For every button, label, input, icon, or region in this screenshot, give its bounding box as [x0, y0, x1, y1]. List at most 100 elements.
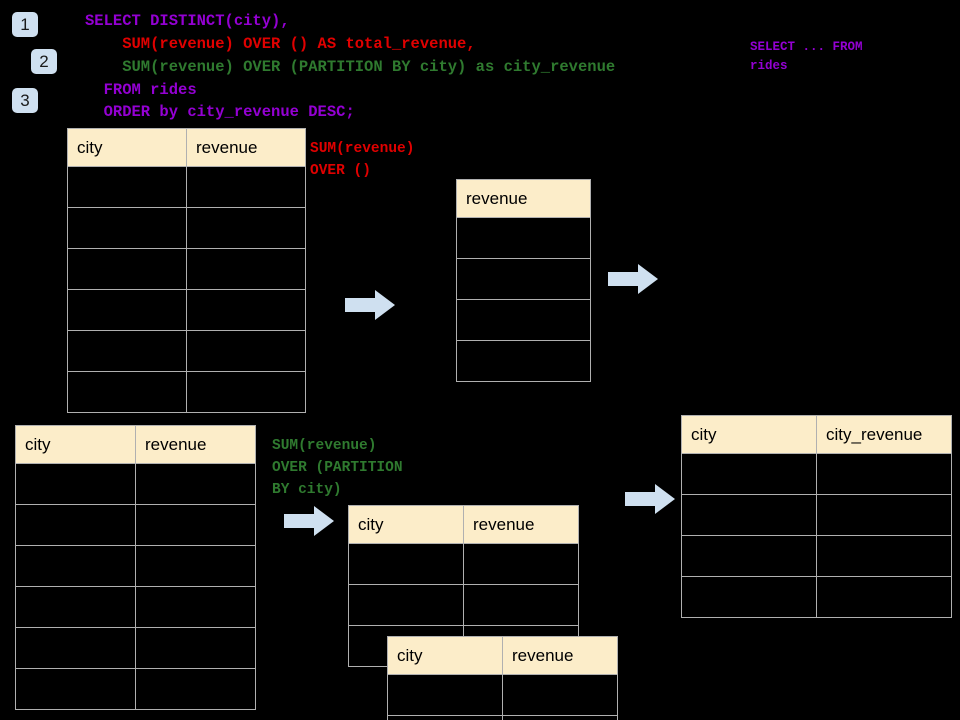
cell-revenue	[186, 166, 306, 208]
table-header-row: city revenue	[348, 505, 579, 544]
cell-city	[15, 586, 136, 628]
table-header-row: revenue	[456, 179, 591, 218]
table-row	[387, 674, 618, 716]
table-row	[456, 340, 591, 382]
cell-city-revenue	[816, 576, 952, 618]
cell-revenue	[135, 586, 256, 628]
cell-revenue	[186, 289, 306, 331]
step-badge-3: 3	[12, 88, 38, 113]
column-header-city: city	[15, 425, 136, 464]
cell-city	[15, 463, 136, 505]
table-row	[348, 584, 579, 626]
arrow-partition-to-result	[625, 482, 675, 521]
cell-revenue	[186, 248, 306, 290]
column-header-revenue: revenue	[502, 636, 618, 675]
table-header-row: city revenue	[67, 128, 306, 167]
partition-group-table-b: city revenue	[387, 636, 618, 720]
cell-city	[67, 371, 187, 413]
table-row	[67, 289, 306, 331]
sql-line-order-by: ORDER by city_revenue DESC;	[85, 103, 355, 121]
column-header-revenue: revenue	[456, 179, 591, 218]
cell-revenue	[456, 258, 591, 300]
cell-city-revenue	[816, 453, 952, 495]
table-row	[456, 299, 591, 341]
cell-city	[681, 494, 817, 536]
cell-revenue	[456, 217, 591, 259]
table-row	[456, 258, 591, 300]
table-row	[67, 207, 306, 249]
cell-city	[67, 330, 187, 372]
cell-revenue	[135, 545, 256, 587]
cell-revenue	[135, 463, 256, 505]
column-header-revenue: revenue	[463, 505, 579, 544]
table-row	[15, 627, 256, 669]
cell-city	[67, 207, 187, 249]
cell-city	[387, 715, 503, 720]
table-row	[681, 453, 952, 495]
table-row	[67, 248, 306, 290]
cell-revenue	[135, 627, 256, 669]
table-row	[681, 576, 952, 618]
step-badge-1: 1	[12, 12, 38, 37]
sql-line-total-revenue: SUM(revenue) OVER () AS total_revenue,	[85, 35, 476, 53]
cell-revenue	[186, 371, 306, 413]
annotation-select-from-rides: SELECT ... FROM rides	[750, 40, 863, 73]
total-revenue-table: revenue	[456, 179, 591, 382]
table-row	[67, 371, 306, 413]
table-row	[15, 463, 256, 505]
sql-line-select: SELECT DISTINCT(city),	[85, 12, 290, 30]
sql-line-from: FROM rides	[85, 81, 197, 99]
column-header-city: city	[348, 505, 464, 544]
sql-line-city-revenue: SUM(revenue) OVER (PARTITION BY city) as…	[85, 58, 616, 76]
cell-revenue	[135, 504, 256, 546]
cell-city	[67, 166, 187, 208]
cell-city	[15, 545, 136, 587]
table-row	[67, 166, 306, 208]
table-row	[15, 668, 256, 710]
table-row	[15, 504, 256, 546]
table-row	[348, 543, 579, 585]
cell-city	[348, 543, 464, 585]
annotation-sum-over-partition: SUM(revenue) OVER (PARTITION BY city)	[272, 438, 403, 498]
step-badge-2: 2	[31, 49, 57, 74]
column-header-city: city	[67, 128, 187, 167]
table-row	[456, 217, 591, 259]
annotation-sum-over-empty: SUM(revenue) OVER ()	[310, 141, 415, 179]
final-result-table: city city_revenue	[681, 415, 952, 618]
rides-source-table-bottom: city revenue	[15, 425, 256, 710]
column-header-revenue: revenue	[186, 128, 306, 167]
cell-revenue	[463, 543, 579, 585]
cell-city	[67, 289, 187, 331]
cell-city	[387, 674, 503, 716]
column-header-city: city	[387, 636, 503, 675]
column-header-revenue: revenue	[135, 425, 256, 464]
column-header-city: city	[681, 415, 817, 454]
cell-revenue	[456, 299, 591, 341]
cell-city	[15, 504, 136, 546]
cell-city	[681, 576, 817, 618]
cell-revenue	[186, 207, 306, 249]
table-row	[681, 535, 952, 577]
cell-city	[67, 248, 187, 290]
table-row	[15, 586, 256, 628]
cell-city	[15, 627, 136, 669]
table-header-row: city revenue	[15, 425, 256, 464]
cell-revenue	[456, 340, 591, 382]
rides-source-table-top: city revenue	[67, 128, 306, 413]
table-header-row: city city_revenue	[681, 415, 952, 454]
cell-city	[681, 453, 817, 495]
cell-city-revenue	[816, 494, 952, 536]
table-row	[681, 494, 952, 536]
cell-revenue	[502, 674, 618, 716]
cell-revenue	[186, 330, 306, 372]
cell-city	[15, 668, 136, 710]
cell-city	[348, 584, 464, 626]
arrow-total-to-result	[608, 262, 658, 301]
table-row	[15, 545, 256, 587]
table-header-row: city revenue	[387, 636, 618, 675]
arrow-source-to-total	[345, 288, 395, 327]
cell-city	[681, 535, 817, 577]
table-row	[387, 715, 618, 720]
table-row	[67, 330, 306, 372]
